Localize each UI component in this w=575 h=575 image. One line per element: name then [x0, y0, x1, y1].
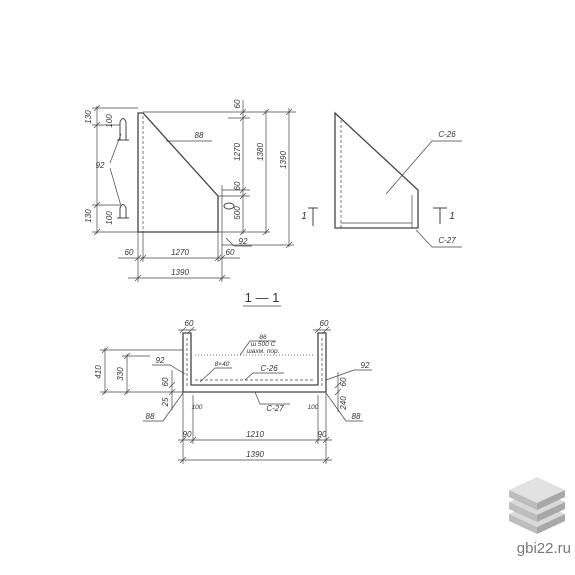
dim-text: 1390 [171, 268, 189, 277]
lifting-loop-icon [117, 204, 129, 219]
leader-88-section-left [143, 392, 184, 422]
dim-text: 100 [105, 211, 114, 225]
leader-c26-section [244, 372, 284, 381]
dim-text: 92 [361, 361, 370, 370]
dim-text: 88 [146, 412, 155, 421]
dim-text: 60 [226, 248, 235, 257]
dimension-ticks-right [239, 108, 293, 249]
dim-text: 500 [233, 206, 242, 220]
section-title: 1 — 1 [245, 290, 280, 305]
leader-c26 [385, 140, 462, 195]
side-view-outline [334, 111, 419, 229]
leader-92-section-right [325, 369, 372, 381]
dimension-ticks-section-bottom [179, 436, 330, 464]
dimension-ticks-section-left [101, 346, 176, 396]
dimension-ticks-section-right [334, 381, 342, 396]
front-view: 130 100 130 100 92 88 60 1270 60 500 138… [84, 99, 296, 282]
dim-text: 1380 [256, 143, 265, 161]
dim-text: 410 [94, 365, 103, 379]
leader-92-left [109, 133, 122, 207]
dim-text: 60 [185, 319, 194, 328]
section-mark-left-symbol [308, 207, 318, 226]
dim-text: 1390 [246, 450, 264, 459]
dim-text: 92 [239, 237, 248, 246]
section-channel-outline [182, 332, 327, 393]
leader-92-section-left [152, 364, 186, 375]
logo-site-text: gbi22.ru [517, 540, 571, 557]
logo-slab-right-face [537, 502, 565, 522]
dim-text: 92 [156, 356, 165, 365]
dim-text: 100 [308, 404, 319, 411]
logo-slab-right-face [537, 514, 565, 534]
dim-text: 88 [352, 412, 361, 421]
dim-text: 100 [105, 114, 114, 128]
leader-c27 [415, 229, 462, 248]
dim-text: 60 [161, 377, 170, 386]
dim-text: 1270 [171, 248, 189, 257]
leader-c27-section [254, 391, 290, 405]
leader-88-section-right [325, 392, 363, 422]
note-text: шахм. пор. [247, 348, 280, 355]
note-text: 86 [259, 334, 267, 341]
logo-slab-left-face [509, 514, 537, 534]
dim-text: 130 [84, 110, 93, 124]
dim-text: 92 [96, 161, 105, 170]
leader-92-bottom [225, 237, 252, 247]
leader-spacing-note [239, 340, 276, 356]
section-mark-label: 1 [301, 211, 307, 222]
dim-text: 60 [125, 248, 134, 257]
dim-text: 1270 [233, 143, 242, 161]
dimension-ticks-bottom [134, 254, 226, 282]
stacked-slabs-icon [509, 477, 565, 534]
dim-text: 60 [320, 319, 329, 328]
top-dim-left [178, 326, 196, 334]
dimension-ticks-left [93, 104, 101, 236]
anchor-hook-icon [223, 202, 235, 210]
logo-slab-top [509, 477, 565, 510]
dim-text: 130 [84, 209, 93, 223]
dim-text: 90 [318, 430, 327, 439]
mesh-label: С-26 [438, 130, 456, 139]
dim-text: 88 [195, 131, 204, 140]
mesh-label: С-26 [260, 364, 278, 373]
dim-text: 60 [339, 377, 348, 386]
dim-text: 330 [116, 367, 125, 381]
dim-text: 60 [233, 99, 242, 108]
dim-text: 25 [161, 397, 170, 407]
note-text: ш 500 С [251, 341, 276, 348]
mesh-label: С-27 [438, 236, 456, 245]
weld-label: 8×40 [215, 361, 230, 368]
dim-text: 240 [339, 396, 348, 411]
section-1-1: 1 — 1 [94, 290, 372, 464]
dim-text: 100 [192, 404, 203, 411]
top-dim-right [313, 326, 331, 334]
section-mark-label: 1 [449, 211, 455, 222]
dim-text: 1210 [246, 430, 264, 439]
dim-text: 60 [233, 181, 242, 190]
mesh-label: С-27 [266, 404, 284, 413]
leader-8x40 [199, 367, 232, 383]
logo-slab-left-face [509, 502, 537, 522]
logo-slab-right-face [537, 490, 565, 510]
section-mark-right-symbol [433, 207, 447, 224]
side-view: С-26 С-27 1 1 [301, 111, 462, 248]
dim-text: 1390 [279, 151, 288, 169]
front-view-outline [137, 112, 219, 233]
logo-slab-left-face [509, 490, 537, 510]
dim-text: 90 [183, 430, 192, 439]
